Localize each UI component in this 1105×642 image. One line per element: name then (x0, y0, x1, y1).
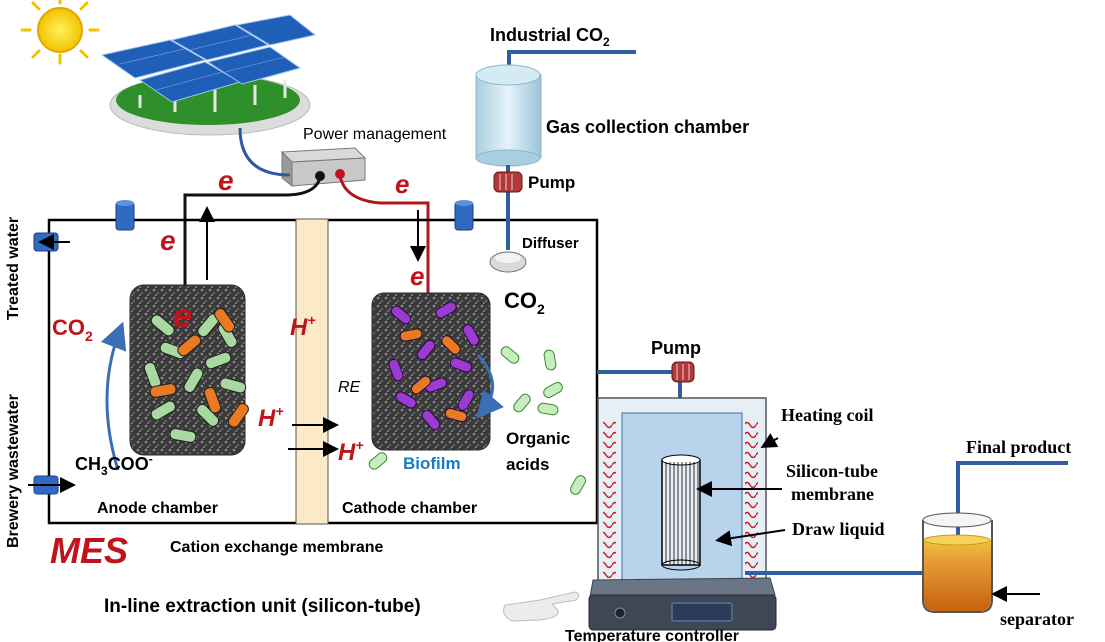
diffuser-icon (489, 251, 527, 273)
organic-acids-label-1: Organic (506, 429, 570, 448)
brewery-wastewater-label: Brewery wastewater (5, 394, 22, 548)
silicon-tube-membrane (661, 454, 701, 571)
hplus-cathode-label: H+ (338, 437, 364, 466)
mes-label: MES (50, 530, 128, 571)
hplus-membrane-label: H+ (290, 312, 316, 341)
top-port-left (115, 200, 135, 231)
cation-exchange-membrane (295, 218, 329, 525)
temperature-controller (588, 577, 777, 631)
solar-cable (238, 127, 291, 177)
treated-water-label: Treated water (5, 217, 22, 320)
gas-collection-chamber (475, 64, 542, 167)
brewery-wastewater-inlet (28, 475, 76, 495)
anode-chamber-label: Anode chamber (97, 500, 218, 517)
diffuser-label: Diffuser (522, 235, 579, 252)
sun-icon (20, 0, 100, 65)
product-beaker (922, 512, 993, 613)
pump-top-label: Pump (528, 173, 575, 192)
heating-coil-arrow (760, 433, 779, 448)
final-product-label: Final product (966, 437, 1071, 457)
organic-acids-label-2: acids (506, 455, 549, 474)
separator-label: separator (1000, 609, 1074, 629)
draw-liquid-label: Draw liquid (792, 519, 885, 539)
power-management-box (280, 147, 367, 188)
hplus-anode-label: H+ (258, 403, 284, 432)
draw-liquid-arrow (715, 529, 786, 547)
co2-cathode-label: CO2 (504, 288, 545, 317)
heating-coil-right (745, 420, 758, 578)
final-product-pipe (956, 461, 1068, 540)
cathode-co2-arc (476, 353, 504, 419)
cathode-wire (338, 175, 430, 298)
reference-electrode-label: RE (338, 379, 361, 396)
extraction-pump-icon (671, 361, 695, 383)
power-management-label: Power management (303, 126, 447, 143)
silicon-tube-label-2: membrane (791, 484, 874, 504)
electron-label-anode: e (173, 297, 192, 335)
anode-wire (183, 177, 322, 298)
cathode-electrode (371, 292, 491, 451)
temperature-controller-label: Temperature controller (565, 628, 739, 642)
cathode-chamber-label: Cathode chamber (342, 500, 477, 517)
electron-label-power-right: e (395, 169, 409, 199)
electron-label-power-left: e (218, 165, 234, 196)
biofilm-label: Biofilm (403, 454, 461, 473)
anode-electrode (129, 284, 249, 456)
industrial-co2-pipe (507, 50, 636, 68)
electron-label-anode-wire: e (160, 225, 176, 256)
anode-co2-arc (100, 321, 127, 471)
heating-coil-left (603, 420, 616, 578)
co2-anode-label: CO2 (52, 315, 93, 344)
gas-collection-label: Gas collection chamber (546, 117, 749, 137)
pump-right-label: Pump (651, 338, 701, 358)
silicon-tube-label-1: Silicon-tube (786, 461, 878, 481)
top-port-right (454, 200, 474, 231)
inline-extraction-label: In-line extraction unit (silicon-tube) (104, 596, 421, 617)
gas-pump-icon (493, 171, 523, 193)
treated-water-outlet (33, 232, 70, 252)
industrial-co2-label: Industrial CO2 (490, 25, 610, 49)
heating-coil-label: Heating coil (781, 405, 874, 425)
solar-panel-icon (100, 14, 317, 136)
planktonic-bacteria (368, 346, 586, 495)
cation-membrane-label: Cation exchange membrane (170, 539, 384, 556)
electron-label-cathode-wire: e (410, 261, 424, 291)
acetate-label: CH3COO- (75, 452, 153, 478)
pointing-hand-icon (503, 591, 580, 622)
